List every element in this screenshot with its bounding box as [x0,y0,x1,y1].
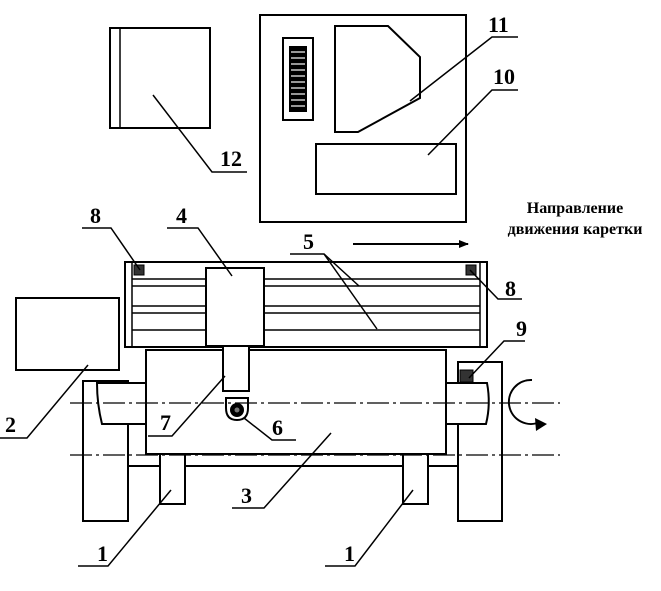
part-2-box [15,297,120,371]
leader-lines [0,36,525,567]
label-1-right: 1 [344,541,355,566]
part-4-carriage [205,267,265,347]
part-11-display [334,25,421,133]
rotation-arrow [507,378,547,431]
label-11: 11 [488,12,509,37]
part-5-rails [132,278,480,331]
label-2: 2 [5,412,16,437]
direction-caption-line2: движения каретки [508,221,643,238]
axis-lines [70,402,560,456]
part-10-panel [315,143,457,195]
label-7: 7 [160,410,171,435]
label-5: 5 [303,229,314,254]
part-7-holder [222,345,250,392]
label-8-left: 8 [90,203,101,228]
part-12-block [109,27,211,129]
part-3-body [145,349,447,455]
part-8-sensor-left [133,264,145,276]
label-10: 10 [493,64,515,89]
part-6-roller [225,397,249,422]
carriage-frame [124,261,488,348]
indicator-panel [282,37,314,121]
callout-labels: 1 1 2 3 4 5 6 7 8 8 9 10 11 12 [5,12,527,566]
label-12: 12 [220,146,242,171]
label-3: 3 [241,483,252,508]
label-9: 9 [516,316,527,341]
label-8-right: 8 [505,276,516,301]
label-4: 4 [176,203,187,228]
control-unit [259,14,467,223]
label-6: 6 [272,415,283,440]
direction-indicator: Направление движения каретки [353,200,643,248]
part-9-sensor [459,369,474,383]
label-1-left: 1 [97,541,108,566]
part-1-feet [159,453,429,505]
direction-caption-line1: Направление [527,200,623,217]
